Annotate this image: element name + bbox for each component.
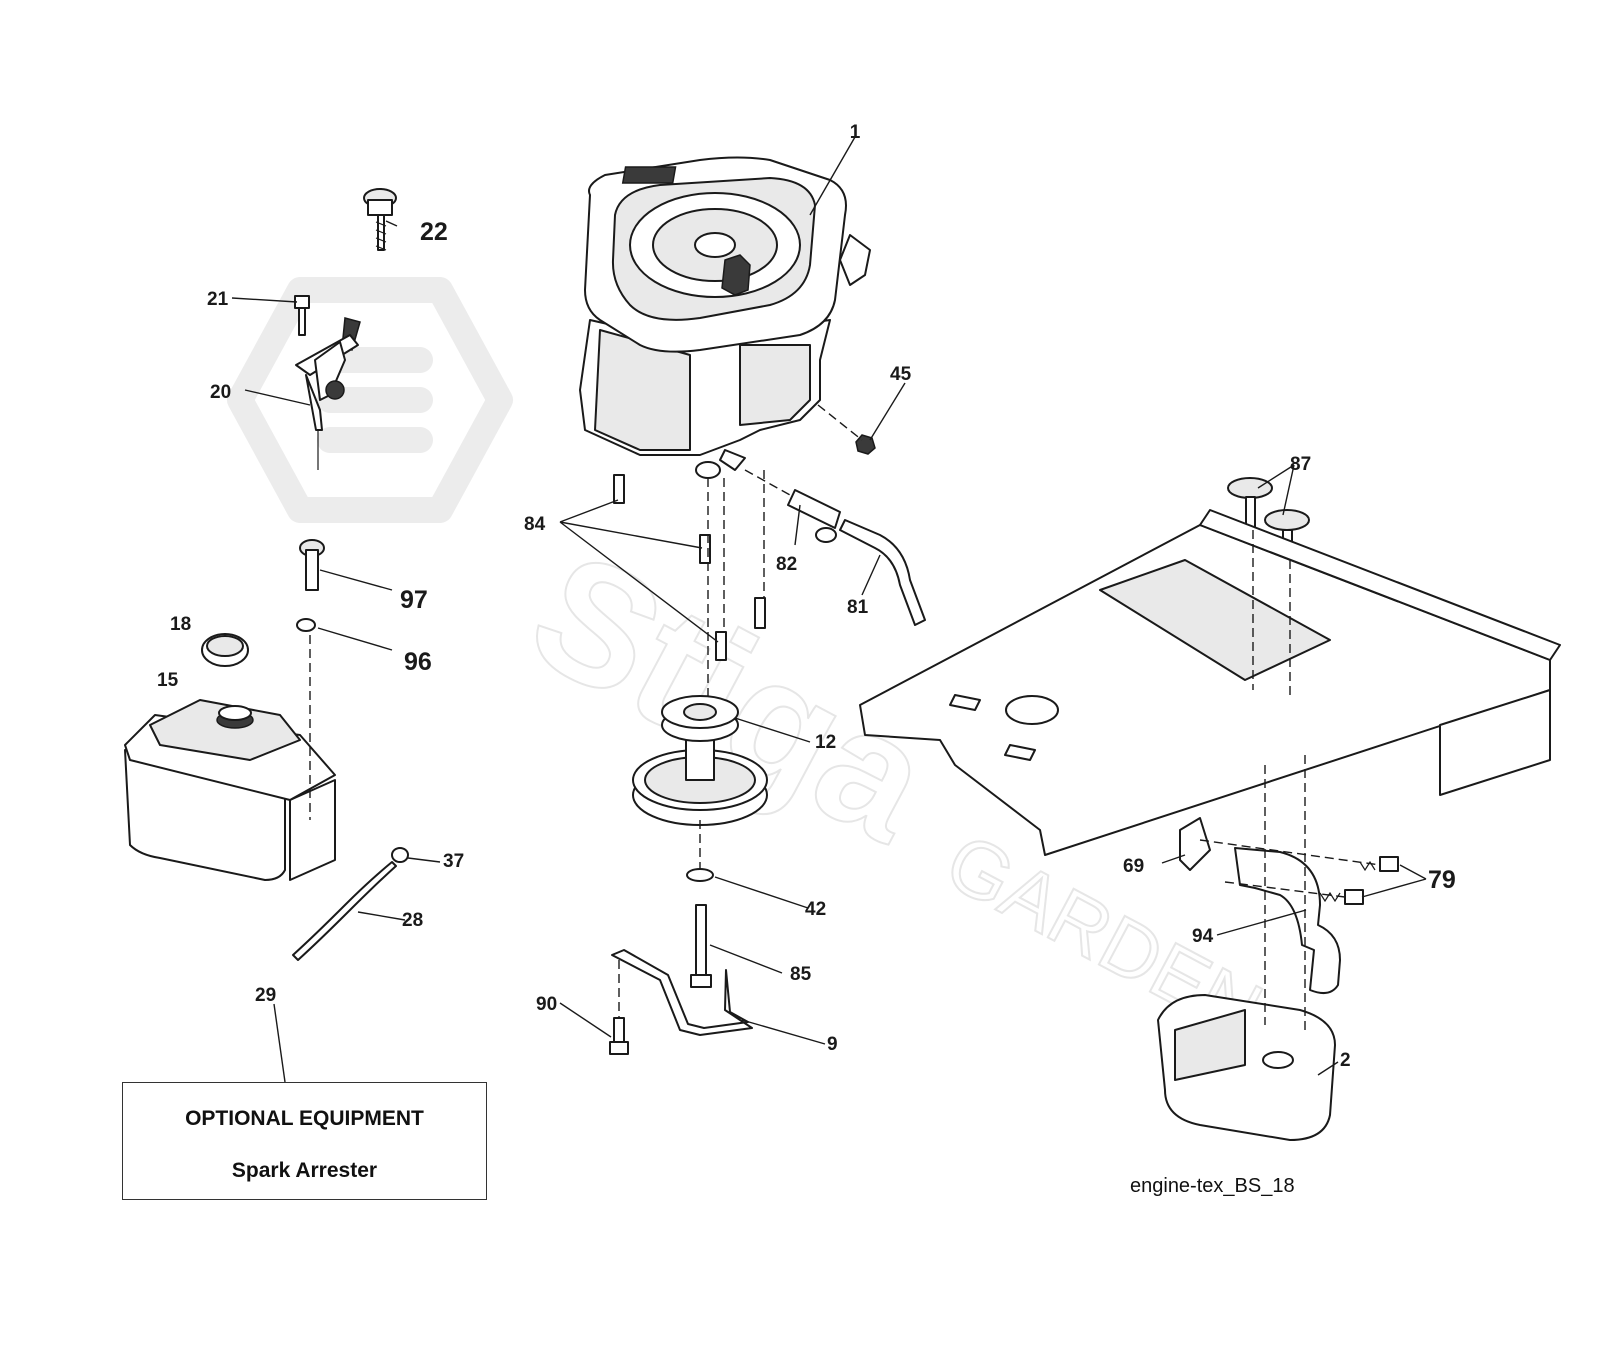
bolts-84 [613,474,766,661]
callout-21: 21 [207,289,229,310]
fuel-tank-15 [124,699,336,881]
frame [859,509,1561,856]
washer-42 [686,868,714,882]
callout-69: 69 [1123,856,1144,877]
callout-28: 28 [402,910,423,931]
clamp-37 [391,847,409,863]
callout-22: 22 [420,218,448,246]
fuel-filter-82 [787,489,841,543]
callout-94: 94 [1192,926,1214,947]
figure-code: engine-tex_BS_18 [1130,1175,1295,1197]
callout-labels: 1 22 21 20 45 87 84 82 81 97 96 18 15 12… [157,122,1456,1071]
pulley-12 [632,695,768,826]
callout-2: 2 [1340,1050,1351,1071]
leader-lines [231,136,1427,1083]
callout-45: 45 [890,364,912,385]
throttle-control-20 [294,295,361,470]
callout-87: 87 [1290,454,1311,475]
knob-22 [363,188,397,251]
bolt-90 [609,1017,629,1055]
callout-29: 29 [255,985,276,1006]
fuel-cap-18 [201,633,249,667]
callout-9: 9 [827,1034,838,1055]
callout-82: 82 [776,554,797,575]
spark-arrester-label: Spark Arrester [231,1159,378,1182]
fuel-hose-28 [292,861,397,961]
bolt-85 [690,904,712,988]
callout-20: 20 [210,382,231,403]
callout-15: 15 [157,670,179,691]
callout-12: 12 [815,732,836,753]
gasket-69 [1179,817,1211,871]
callout-85: 85 [790,964,812,985]
callout-97: 97 [400,586,428,614]
muffler-2 [1157,994,1336,1141]
callout-18: 18 [170,614,191,635]
callout-81: 81 [847,597,869,618]
optional-equipment-box: OPTIONAL EQUIPMENT Spark Arrester [122,1082,487,1200]
fuel-line-81 [839,519,926,626]
callout-79: 79 [1428,866,1456,894]
bracket-9 [611,949,753,1036]
callout-90: 90 [536,994,557,1015]
callout-37: 37 [443,851,464,872]
nut-45 [855,434,876,455]
callout-96: 96 [404,648,432,676]
callout-1: 1 [850,122,861,143]
callout-84: 84 [524,514,546,535]
springs-79 [1319,856,1399,905]
assembly-lines [309,404,1381,1030]
bolt-97-washer-96 [296,539,325,632]
engine [579,156,871,479]
optional-equipment-title: OPTIONAL EQUIPMENT [185,1107,424,1130]
callout-42: 42 [805,899,826,920]
